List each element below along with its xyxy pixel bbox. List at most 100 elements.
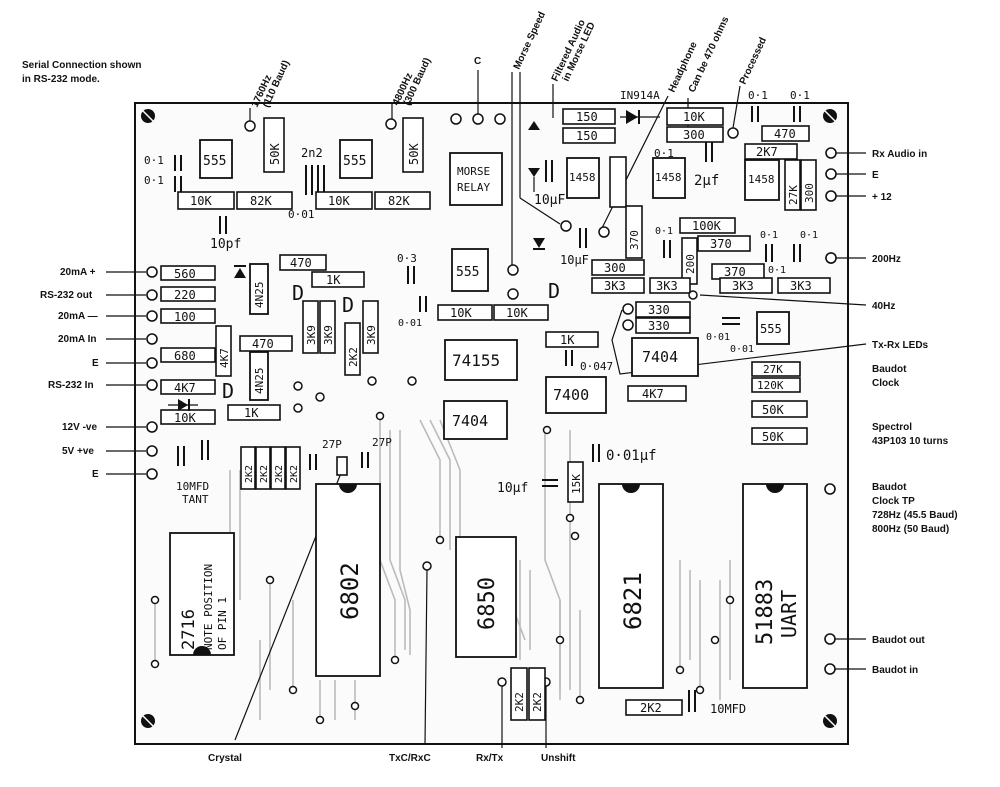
svg-text:50K: 50K <box>407 143 421 165</box>
svg-text:0·01µf: 0·01µf <box>606 448 657 464</box>
cap-0-3: 0·3 <box>397 252 417 284</box>
svg-text:15K: 15K <box>570 474 583 494</box>
svg-text:4N25: 4N25 <box>253 282 266 309</box>
svg-text:Rx Audio in: Rx Audio in <box>872 149 927 160</box>
svg-text:Clock TP: Clock TP <box>872 496 915 507</box>
ic-74155: 74155 <box>444 339 518 381</box>
svg-text:3K9: 3K9 <box>365 325 378 345</box>
mounting-holes <box>141 109 837 728</box>
resistor-4k7-c: 4K7 <box>627 385 687 402</box>
svg-text:470: 470 <box>252 337 274 351</box>
ic-1458-b: 1458 <box>652 157 686 199</box>
svg-text:4N25: 4N25 <box>253 368 266 395</box>
svg-text:10K: 10K <box>328 194 350 208</box>
resistor-300-b: 300 <box>800 159 817 211</box>
svg-text:10µF: 10µF <box>560 253 589 267</box>
caps-0-01-mid: 0·01 0·01 <box>706 317 754 355</box>
svg-text:Baudot: Baudot <box>872 364 907 375</box>
diode-20ma <box>234 265 246 278</box>
right-connector-labels: Rx Audio in E + 12 200Hz 40Hz Tx-Rx LEDs… <box>611 147 958 676</box>
ic-51883-uart: 51883 UART <box>742 483 808 689</box>
resistor-3k3-a: 3K3 <box>591 277 645 294</box>
svg-text:Unshift: Unshift <box>541 753 576 764</box>
svg-text:10MFD: 10MFD <box>176 480 209 493</box>
svg-text:2K2: 2K2 <box>244 465 255 483</box>
svg-text:0·01: 0·01 <box>398 318 422 329</box>
resistor-3k3-c: 3K3 <box>719 277 773 294</box>
svg-text:50K: 50K <box>762 403 784 417</box>
svg-text:0·047: 0·047 <box>580 360 613 373</box>
svg-text:4K7: 4K7 <box>642 387 664 401</box>
svg-text:E: E <box>92 358 99 369</box>
resistor-10k-a: 10K <box>177 191 235 210</box>
led-filtered-audio <box>528 121 540 192</box>
ic-555-d: 555 <box>451 248 489 292</box>
ic-555-b: 555 <box>339 139 373 179</box>
svg-text:370: 370 <box>628 230 641 250</box>
cap-0-01uf: 0·01µf <box>592 444 657 464</box>
resistor-100k: 100K <box>679 217 736 234</box>
svg-text:300: 300 <box>683 128 705 142</box>
svg-text:2µf: 2µf <box>694 173 719 189</box>
resistor-150-a: 150 <box>562 108 616 125</box>
cap-10uf-b: 10µF <box>560 228 589 267</box>
svg-text:12V -ve: 12V -ve <box>62 422 97 433</box>
svg-text:0·3: 0·3 <box>397 252 417 265</box>
svg-text:200: 200 <box>684 254 697 274</box>
pcb-pads <box>150 411 735 725</box>
header-note-line1: Serial Connection shown <box>22 60 141 71</box>
svg-text:7400: 7400 <box>553 386 589 404</box>
cap-0-01-d: 0·01 <box>398 296 427 329</box>
resistor-560: 560 <box>160 265 216 281</box>
cap-10pf-a: 10pf <box>210 216 241 252</box>
svg-text:82K: 82K <box>388 194 410 208</box>
svg-text:470: 470 <box>290 256 312 270</box>
svg-text:0·1: 0·1 <box>144 174 164 187</box>
svg-text:74155: 74155 <box>452 351 500 370</box>
svg-text:3K3: 3K3 <box>604 279 626 293</box>
resistor-10k-c: 10K <box>666 107 724 126</box>
svg-text:RS-232 In: RS-232 In <box>48 380 94 391</box>
svg-text:370: 370 <box>710 237 732 251</box>
header-note-line2: in RS-232 mode. <box>22 74 100 85</box>
svg-text:120K: 120K <box>757 379 784 392</box>
diode-marks: D D D D <box>222 279 560 403</box>
resistor-3k3-b: 3K3 <box>649 277 691 294</box>
ic-555-a: 555 <box>199 139 233 179</box>
resistor-3k9-a: 3K9 <box>302 300 319 354</box>
resistor-27k-a: 27K <box>784 159 801 211</box>
svg-text:560: 560 <box>174 267 196 281</box>
tx-led-pad-a <box>622 303 634 315</box>
ic-6802: 6802 <box>315 483 381 677</box>
svg-text:Spectrol: Spectrol <box>872 422 912 433</box>
label-c: C <box>450 56 506 125</box>
svg-text:100K: 100K <box>692 219 722 233</box>
svg-text:0·1: 0·1 <box>760 230 778 241</box>
svg-text:10K: 10K <box>190 194 212 208</box>
svg-text:0·1: 0·1 <box>790 89 810 102</box>
diode-rs232 <box>168 399 198 411</box>
svg-text:Baudot out: Baudot out <box>872 635 925 646</box>
optocoupler-4n25-b: 4N25 <box>249 351 269 401</box>
svg-text:Crystal: Crystal <box>208 753 242 764</box>
pot-50k-c: 50K <box>751 400 808 418</box>
svg-text:Processed: Processed <box>738 36 769 87</box>
svg-text:27K: 27K <box>787 185 800 205</box>
svg-text:0·1: 0·1 <box>800 230 818 241</box>
resistor-220: 220 <box>160 286 216 302</box>
svg-text:100: 100 <box>174 310 196 324</box>
diode-small <box>533 238 545 250</box>
cap-0-01-a: 0·01 <box>288 165 325 221</box>
svg-text:Morse Speed: Morse Speed <box>512 10 548 71</box>
svg-text:220: 220 <box>174 288 196 302</box>
svg-text:Clock: Clock <box>872 378 900 389</box>
svg-text:1458: 1458 <box>569 171 596 184</box>
cap-10mfd-tant: 10MFD TANT <box>176 440 209 506</box>
svg-text:150: 150 <box>576 110 598 124</box>
svg-text:TANT: TANT <box>182 493 209 506</box>
svg-text:10K: 10K <box>450 306 472 320</box>
resistor-370-vert: 370 <box>625 205 643 259</box>
svg-text:4K7: 4K7 <box>174 381 196 395</box>
svg-text:0·1: 0·1 <box>768 265 786 276</box>
resistor-470-b: 470 <box>279 254 327 271</box>
